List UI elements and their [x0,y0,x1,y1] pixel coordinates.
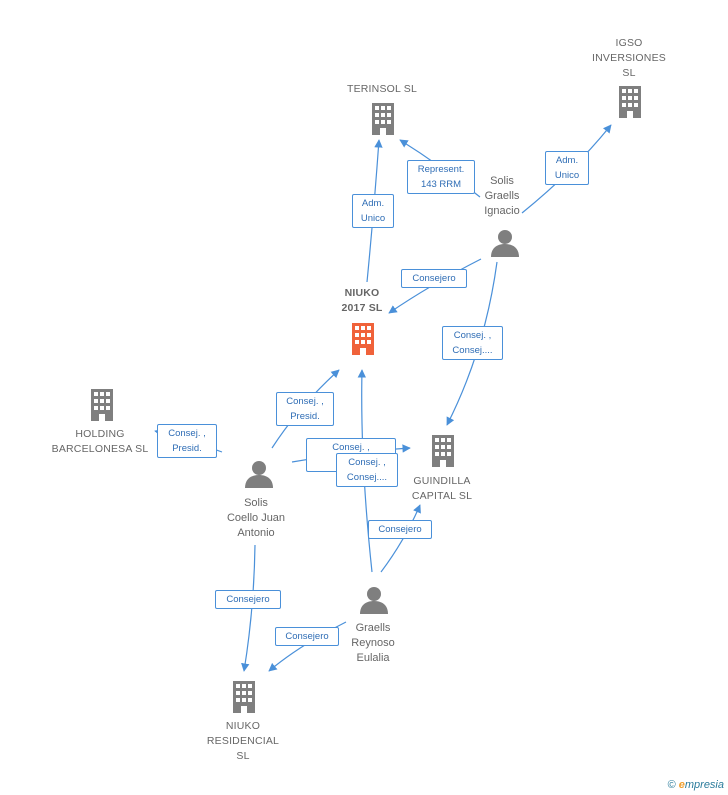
node-label-niuko2017[interactable]: NIUKO 2017 SL [341,287,383,314]
edge-label-consejero-residencial-gr[interactable]: Consejero [275,627,339,646]
graells-reynoso-person-icon[interactable] [360,587,388,614]
edge-label-consej-guindilla-sg[interactable]: Consej. , Consej.... [442,326,503,360]
guindilla-building-icon[interactable] [432,435,454,467]
node-label-graells-reynoso[interactable]: Graells Reynoso Eulalia [351,622,395,664]
node-label-niuko-residencial[interactable]: NIUKO RESIDENCIAL SL [206,720,280,762]
edge-label-consejero-residencial-sc[interactable]: Consejero [215,590,281,609]
brand-logo-text: mpresia [684,779,724,791]
node-label-igso[interactable]: IGSO INVERSIONES SL [592,37,666,79]
igso-building-icon[interactable] [619,86,641,118]
node-label-terinsol[interactable]: TERINSOL SL [346,83,418,95]
edge-label-consej-presid-holding[interactable]: Consej. , Presid. [157,424,217,458]
copyright-badge: © empresia [668,779,724,791]
solis-coello-person-icon[interactable] [245,461,273,488]
niuko2017-building-icon[interactable] [352,323,374,355]
edge-graells-to-guindilla [380,504,421,573]
brand-logo-initial: e [678,779,685,791]
holding-building-icon[interactable] [91,389,113,421]
edge-label-consejero-niuko2017[interactable]: Consejero [401,269,467,288]
node-label-guindilla[interactable]: GUINDILLA CAPITAL SL [411,475,473,502]
edge-label-adm-unico-igso[interactable]: Adm. Unico [545,151,589,185]
edge-solis-coello-to-residencial [241,544,256,672]
edge-label-consej-graells-niuko2017[interactable]: Consej. , Consej.... [336,453,398,487]
edge-label-represent-terinsol[interactable]: Represent. 143 RRM [407,160,475,194]
node-label-solis-graells[interactable]: Solis Graells Ignacio [484,175,520,217]
edge-label-consej-presid-niuko2017[interactable]: Consej. , Presid. [276,392,334,426]
niuko-residencial-building-icon[interactable] [233,681,255,713]
node-label-solis-coello[interactable]: Solis Coello Juan Antonio [226,497,286,539]
node-label-holding[interactable]: HOLDING BARCELONESA SL [51,428,149,455]
terinsol-building-icon[interactable] [372,103,394,135]
copyright-icon: © [667,779,676,791]
solis-graells-person-icon[interactable] [491,230,519,257]
edge-label-consejero-guindilla[interactable]: Consejero [368,520,432,539]
edge-label-adm-unico-terinsol[interactable]: Adm. Unico [352,194,394,228]
